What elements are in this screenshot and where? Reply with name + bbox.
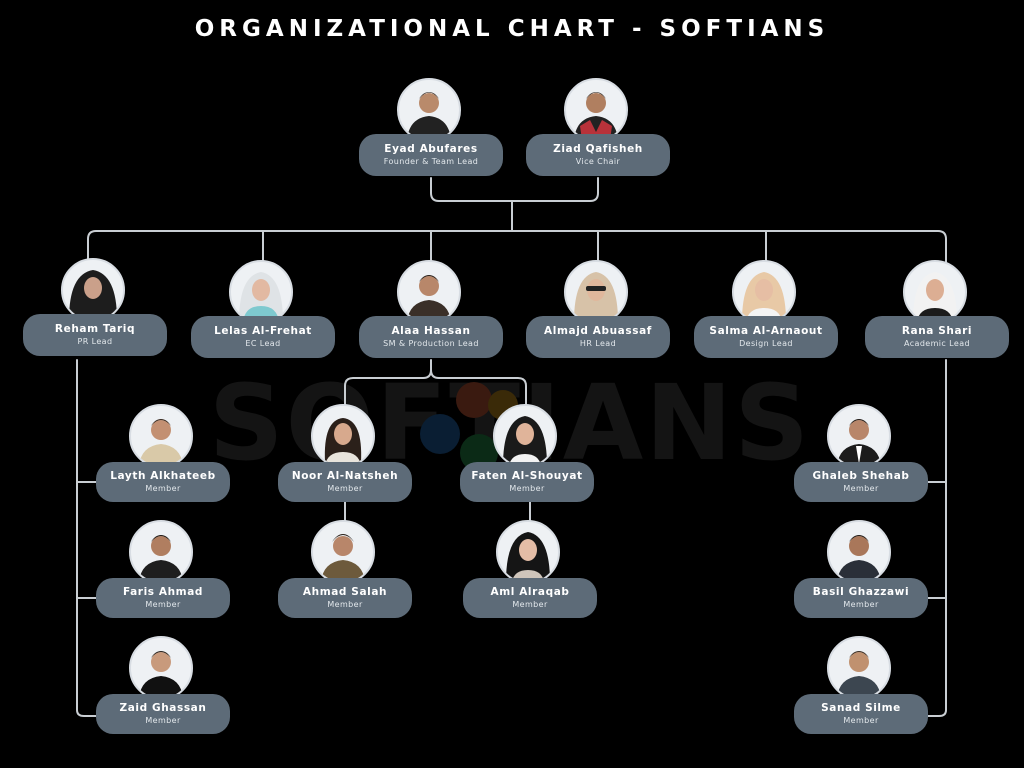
chart-title: ORGANIZATIONAL CHART - SOFTIANS	[194, 16, 830, 42]
name-salma: Salma Al-Arnaout	[709, 325, 823, 337]
name-almajd: Almajd Abuassaf	[544, 325, 652, 337]
role-layth: Member	[145, 484, 181, 493]
card-reham: Reham Tariq PR Lead	[23, 314, 167, 356]
avatar-eyad	[397, 78, 461, 142]
card-almajd: Almajd Abuassaf HR Lead	[526, 316, 670, 358]
name-zaid: Zaid Ghassan	[119, 702, 207, 714]
rana-team-connector	[927, 359, 947, 717]
node-reham: Reham Tariq PR Lead	[23, 258, 167, 358]
name-eyad: Eyad Abufares	[384, 143, 478, 155]
name-aml: Aml Alraqab	[490, 586, 570, 598]
node-almajd: Almajd Abuassaf HR Lead	[526, 260, 670, 360]
reham-team-connector	[76, 359, 97, 717]
name-ghaleb: Ghaleb Shehab	[812, 470, 910, 482]
name-basil: Basil Ghazzawi	[812, 586, 910, 598]
name-alaa: Alaa Hassan	[391, 325, 471, 337]
name-noor: Noor Al-Natsheh	[291, 470, 399, 482]
role-salma: Design Lead	[739, 339, 793, 348]
avatar-almajd	[564, 260, 628, 324]
name-lelas: Lelas Al-Frehat	[214, 325, 312, 337]
name-reham: Reham Tariq	[54, 323, 136, 335]
name-rana: Rana Shari	[901, 325, 973, 337]
avatar-noor	[311, 404, 375, 468]
role-aml: Member	[512, 600, 548, 609]
avatar-sanad	[827, 636, 891, 700]
role-noor: Member	[327, 484, 363, 493]
name-ziad: Ziad Qafisheh	[553, 143, 643, 155]
role-reham: PR Lead	[77, 337, 113, 346]
name-layth: Layth Alkhateeb	[110, 470, 216, 482]
name-faten: Faten Al-Shouyat	[471, 470, 583, 482]
alaa-team-connector	[344, 359, 527, 407]
role-eyad: Founder & Team Lead	[383, 157, 479, 166]
node-alaa: Alaa Hassan SM & Production Lead	[359, 260, 503, 360]
avatar-layth	[129, 404, 193, 468]
avatar-ziad	[564, 78, 628, 142]
name-ahmad: Ahmad Salah	[302, 586, 388, 598]
role-zaid: Member	[145, 716, 181, 725]
avatar-zaid	[129, 636, 193, 700]
role-alaa: SM & Production Lead	[383, 339, 479, 348]
avatar-basil	[827, 520, 891, 584]
avatar-reham	[61, 258, 125, 322]
avatar-alaa	[397, 260, 461, 324]
avatar-ghaleb	[827, 404, 891, 468]
name-sanad: Sanad Silme	[821, 702, 901, 714]
role-basil: Member	[843, 600, 879, 609]
name-faris: Faris Ahmad	[122, 586, 204, 598]
card-alaa: Alaa Hassan SM & Production Lead	[359, 316, 503, 358]
role-sanad: Member	[843, 716, 879, 725]
top-connector	[430, 177, 599, 232]
avatar-faten	[493, 404, 557, 468]
role-ghaleb: Member	[843, 484, 879, 493]
role-almajd: HR Lead	[579, 339, 617, 348]
role-faten: Member	[509, 484, 545, 493]
role-rana: Academic Lead	[903, 339, 970, 348]
role-faris: Member	[145, 600, 181, 609]
role-ziad: Vice Chair	[575, 157, 621, 166]
avatar-lelas	[229, 260, 293, 324]
avatar-salma	[732, 260, 796, 324]
card-lelas: Lelas Al-Frehat EC Lead	[191, 316, 335, 358]
lead-bus	[87, 230, 947, 263]
avatar-rana	[903, 260, 967, 324]
avatar-aml	[496, 520, 560, 584]
role-lelas: EC Lead	[245, 339, 281, 348]
node-lelas: Lelas Al-Frehat EC Lead	[191, 260, 335, 360]
watermark-logo-dots	[418, 380, 538, 480]
avatar-faris	[129, 520, 193, 584]
role-ahmad: Member	[327, 600, 363, 609]
avatar-ahmad	[311, 520, 375, 584]
